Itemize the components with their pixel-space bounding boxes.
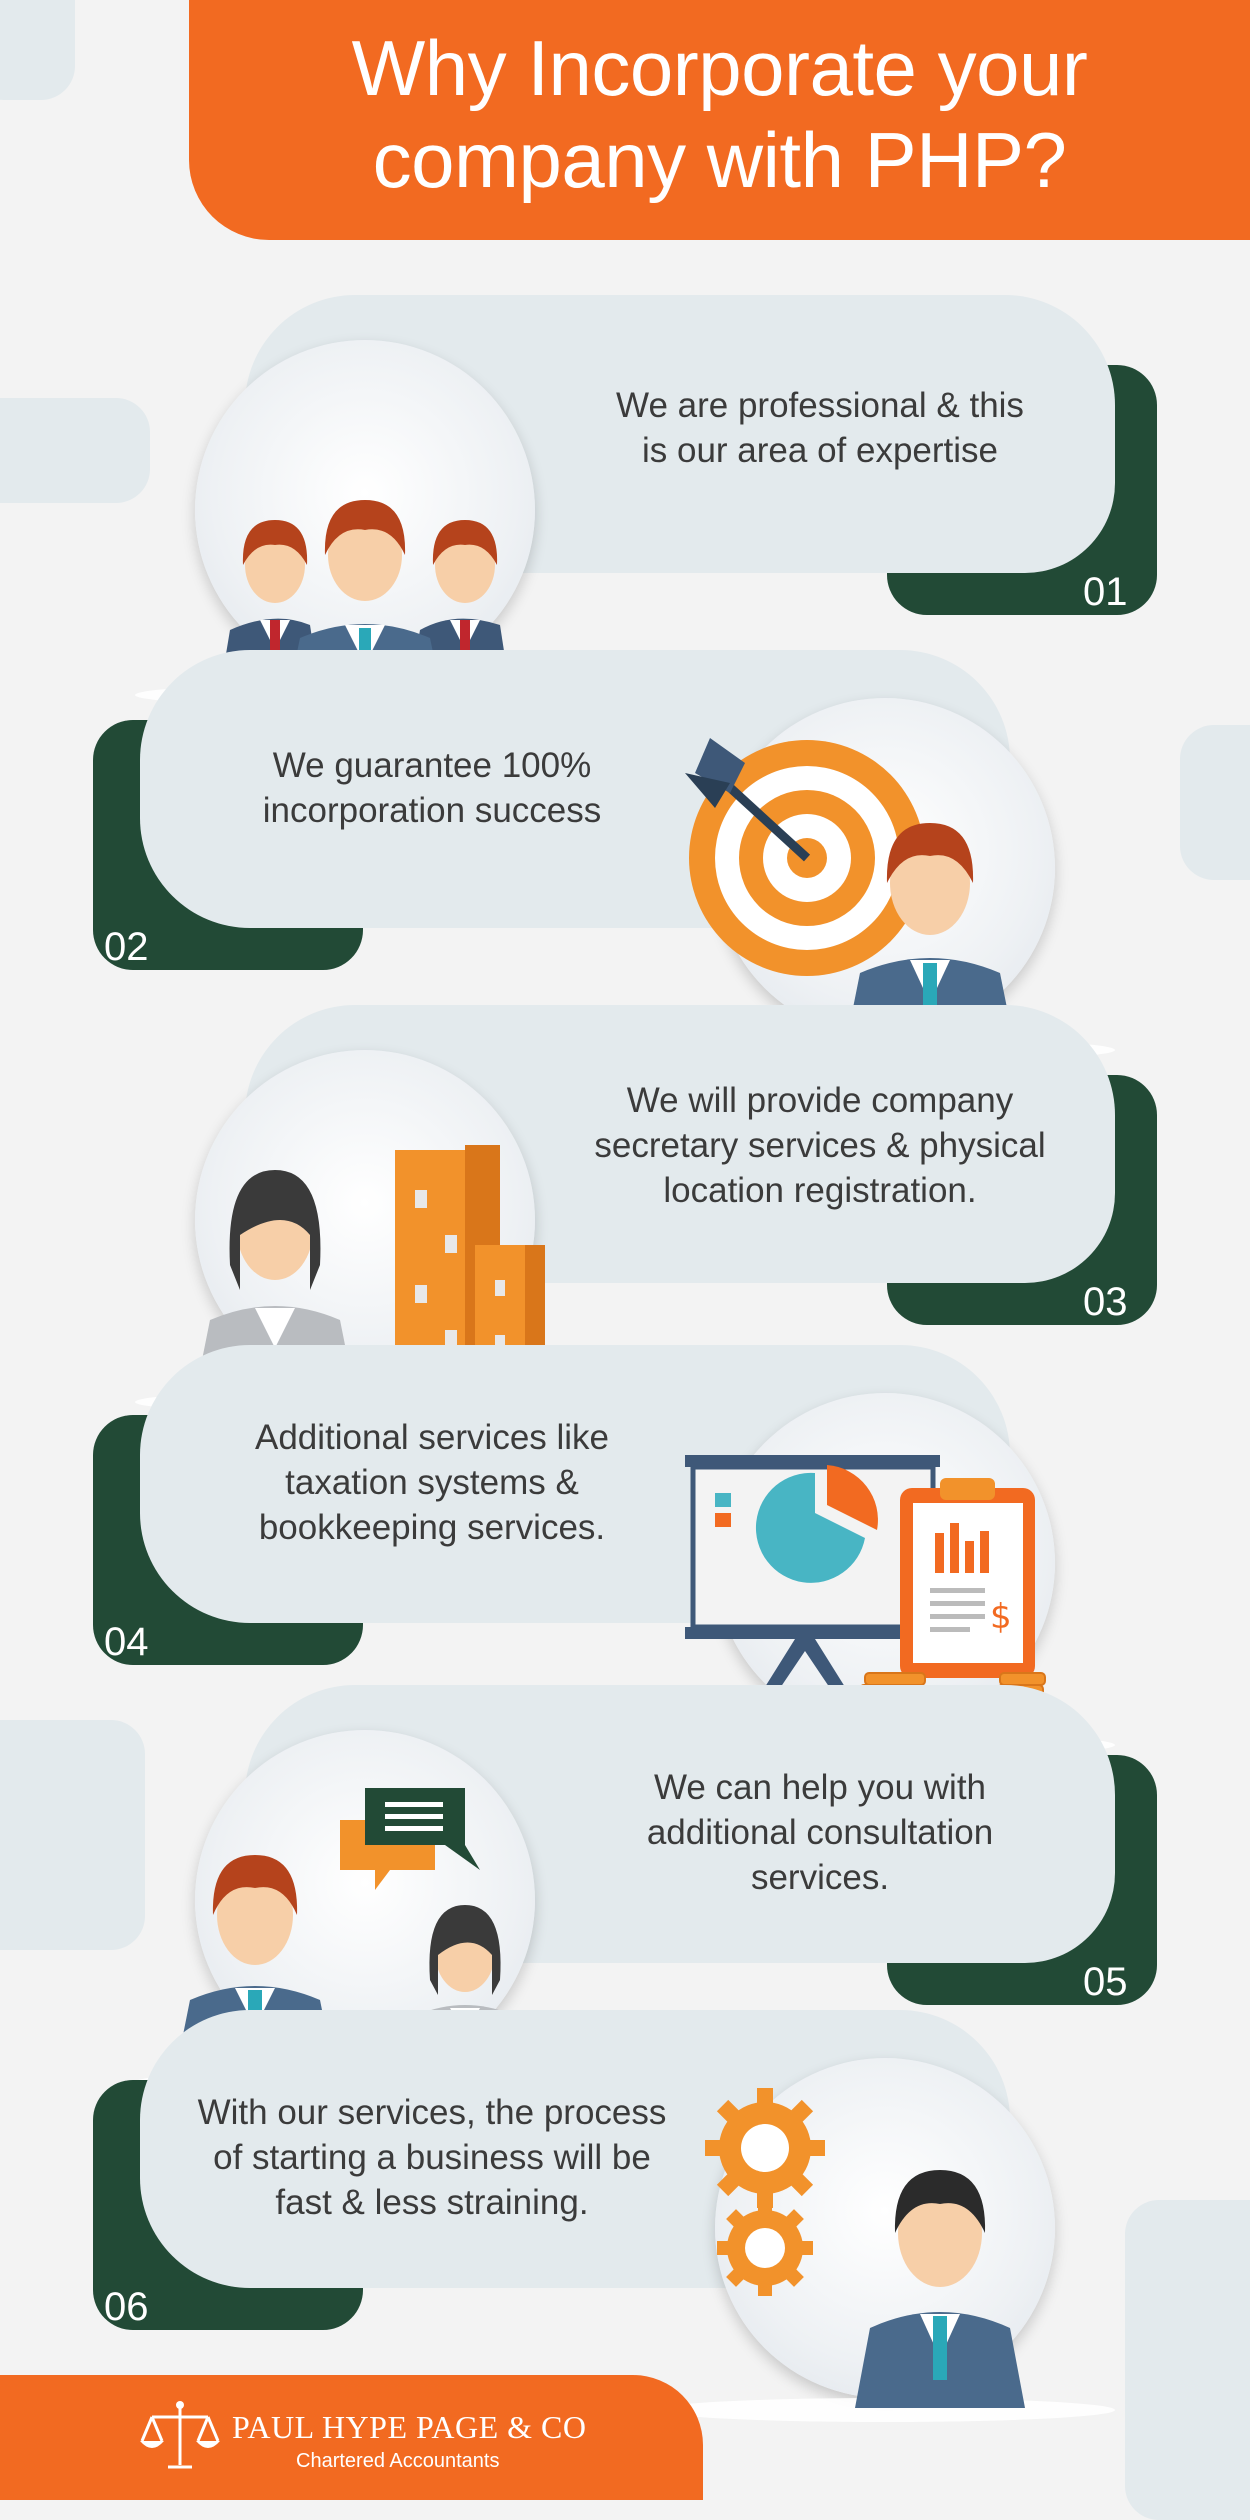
deco-tile [0,1720,145,1950]
feature-text: We guarantee 100% incorporation success [197,743,667,833]
feature-item-02: 02 We guarantee 100% incorporation succe… [0,650,1250,1062]
feature-number: 03 [1083,1280,1128,1324]
feature-number: 04 [104,1620,149,1664]
feature-text-line: incorporation success [262,791,602,830]
feature-text: We can help you with additional consulta… [585,1765,1055,1900]
finance-presentation-icon: $ [655,1393,1115,1757]
feature-text: Additional services like taxation system… [197,1415,667,1550]
title-line-2: company with PHP? [372,116,1067,204]
deco-tile [1180,725,1250,880]
feature-text-line: With our services, the process [197,2093,667,2132]
feature-number: 01 [1083,570,1128,614]
feature-text-line: services. [750,1858,890,1897]
brand-name: PAUL HYPE PAGE & CO [232,2409,587,2445]
target-businessman-icon [655,698,1115,1062]
feature-text-line: bookkeeping services. [258,1508,606,1547]
feature-number: 05 [1083,1960,1128,2004]
deco-tile [0,398,150,503]
svg-text:$: $ [990,1597,1012,1637]
feature-text-line: secretary services & physical [594,1126,1046,1165]
feature-text: We are professional & this is our area o… [585,383,1055,473]
feature-text: We will provide company secretary servic… [585,1078,1055,1213]
page-title: Why Incorporate your company with PHP? [189,22,1250,206]
footer-banner: PAUL HYPE PAGE & CO Chartered Accountant… [0,2375,703,2500]
scales-of-justice-icon [140,2401,220,2469]
brand-subtitle: Chartered Accountants [296,2450,500,2472]
deco-tile [1125,2200,1250,2520]
feature-text-line: We are professional & this [616,386,1024,425]
feature-number: 06 [104,2285,149,2329]
feature-text-line: of starting a business will be [213,2138,651,2177]
feature-number: 02 [104,925,149,969]
feature-text-line: fast & less straining. [275,2183,589,2222]
feature-item-04: 04 Additional services like taxation sys… [0,1345,1250,1757]
feature-text-line: location registration. [663,1171,977,1210]
header-banner: Why Incorporate your company with PHP? [189,0,1250,240]
gears-businessman-icon [655,2058,1115,2422]
feature-text-line: We can help you with [653,1768,987,1807]
feature-item-03: 03 We will provide company secretary ser… [0,1005,1250,1414]
title-line-1: Why Incorporate your [351,24,1088,112]
feature-text-line: is our area of expertise [641,431,998,470]
feature-text: With our services, the process of starti… [197,2090,667,2225]
feature-text-line: We guarantee 100% [272,746,592,785]
deco-tile [0,0,75,100]
feature-item-01: 01 We are professional & this is our are… [0,295,1250,710]
feature-item-06: 06 With our services, the process of sta… [0,2010,1250,2422]
feature-text-line: additional consultation [646,1813,994,1852]
business-team-icon [135,340,595,710]
secretary-office-icon [135,1050,595,1414]
feature-item-05: 05 We can help you with additional consu… [0,1685,1250,2094]
feature-text-line: Additional services like [254,1418,610,1457]
feature-text-line: We will provide company [626,1081,1014,1120]
feature-text-line: taxation systems & [285,1463,579,1502]
